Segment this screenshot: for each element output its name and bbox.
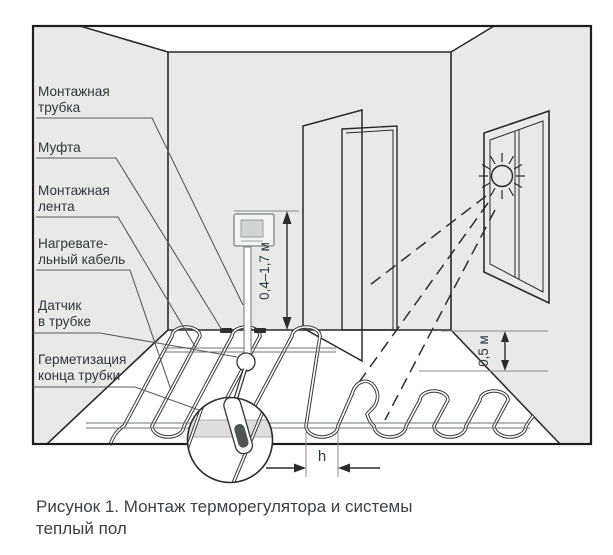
wall-offset-value: 0,5 м [476,335,491,367]
magnifier-detail [186,396,274,484]
magnified-sensor [234,424,249,448]
tube-to-magnifier-connector [233,368,248,399]
dimension-wall-offset: 0,5 м [419,330,548,372]
sensor-tube-end [236,352,256,372]
caption-line-2: теплый пол [36,519,127,538]
sun-icon [479,153,525,199]
leader-tube-end-seal [33,386,200,411]
label-mounting-tape-2: лента [38,199,75,214]
window [483,109,550,305]
cable-couplings [220,328,266,333]
label-mounting-tube-1: Монтажная [38,84,110,99]
figure-border [31,24,593,446]
label-heating-cable-2: льный кабель [38,252,125,267]
ceiling [80,26,494,52]
dimension-cable-spacing: h [266,432,380,477]
heating-cable [108,325,535,446]
label-heating-cable-1: Нагревате- [38,236,108,251]
sun-rays [351,195,496,421]
label-mounting-tape-1: Монтажная [38,183,110,198]
leader-heating-cable [36,269,172,391]
mounting-tube [243,246,252,358]
figure-caption: Рисунок 1. Монтаж терморегулятора и сист… [36,497,412,538]
label-tube-end-seal-2: конца трубки [38,368,120,383]
door-panel [302,109,363,363]
window-mullion [514,130,520,279]
leader-mounting-tape [36,216,197,349]
callouts: Монтажная трубка Муфта Монтажная лента Н… [33,84,244,411]
back-wall [168,52,451,330]
cable-spacing-value: h [318,448,326,465]
label-sensor-1: Датчик [38,298,82,313]
label-mounting-tube-2: трубка [38,100,81,115]
label-tube-end-seal-1: Герметизация [38,352,126,367]
leader-coupling [36,157,223,331]
caption-line-1: Рисунок 1. Монтаж терморегулятора и сист… [36,497,412,516]
thermostat-height-value: 0,4–1,7 м [257,242,272,300]
right-wall [451,26,591,444]
dimension-thermostat-height: 0,4–1,7 м [234,210,299,330]
label-sensor-2: в трубке [38,314,91,329]
leader-sensor [33,332,238,358]
leader-mounting-tube [36,117,244,306]
label-coupling: Муфта [38,140,81,155]
thermostat [233,213,275,247]
floor [47,330,560,444]
magnified-tube-with-sensor [223,398,254,455]
